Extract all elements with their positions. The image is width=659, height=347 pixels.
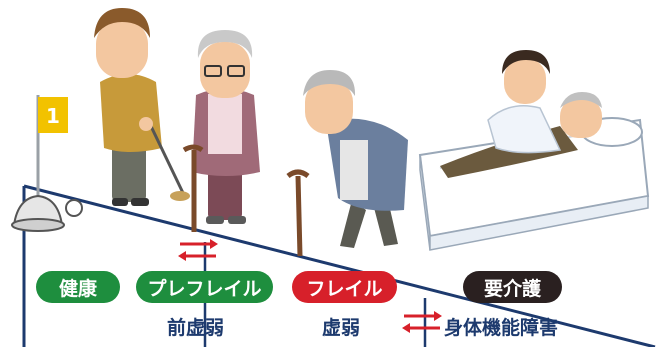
elderly-woman-figure bbox=[182, 30, 260, 232]
bidirectional-arrow-icon bbox=[178, 239, 218, 261]
golfer-man-figure bbox=[94, 8, 190, 206]
golf-flag-icon: 1 bbox=[36, 95, 68, 215]
sublabel-disability: 身体機能障害 bbox=[444, 317, 559, 339]
golf-cup-icon bbox=[11, 194, 65, 232]
decline-slope-line bbox=[23, 184, 656, 347]
stage-badge-frailty: フレイル bbox=[292, 271, 397, 303]
sublabel-frailty: 虚弱 bbox=[322, 317, 361, 339]
flag-number: 1 bbox=[46, 104, 60, 128]
sublabel-pre-frailty: 前虚弱 bbox=[167, 317, 225, 339]
stage-badge-care-required: 要介護 bbox=[463, 271, 562, 303]
golf-ball-icon bbox=[65, 199, 83, 217]
stage-badge-pre-frailty: プレフレイル bbox=[136, 271, 273, 303]
care-bed-scene bbox=[418, 50, 650, 251]
frail-man-figure bbox=[286, 70, 408, 257]
bidirectional-arrow-icon bbox=[402, 311, 442, 333]
stage-badge-healthy: 健康 bbox=[36, 271, 120, 303]
